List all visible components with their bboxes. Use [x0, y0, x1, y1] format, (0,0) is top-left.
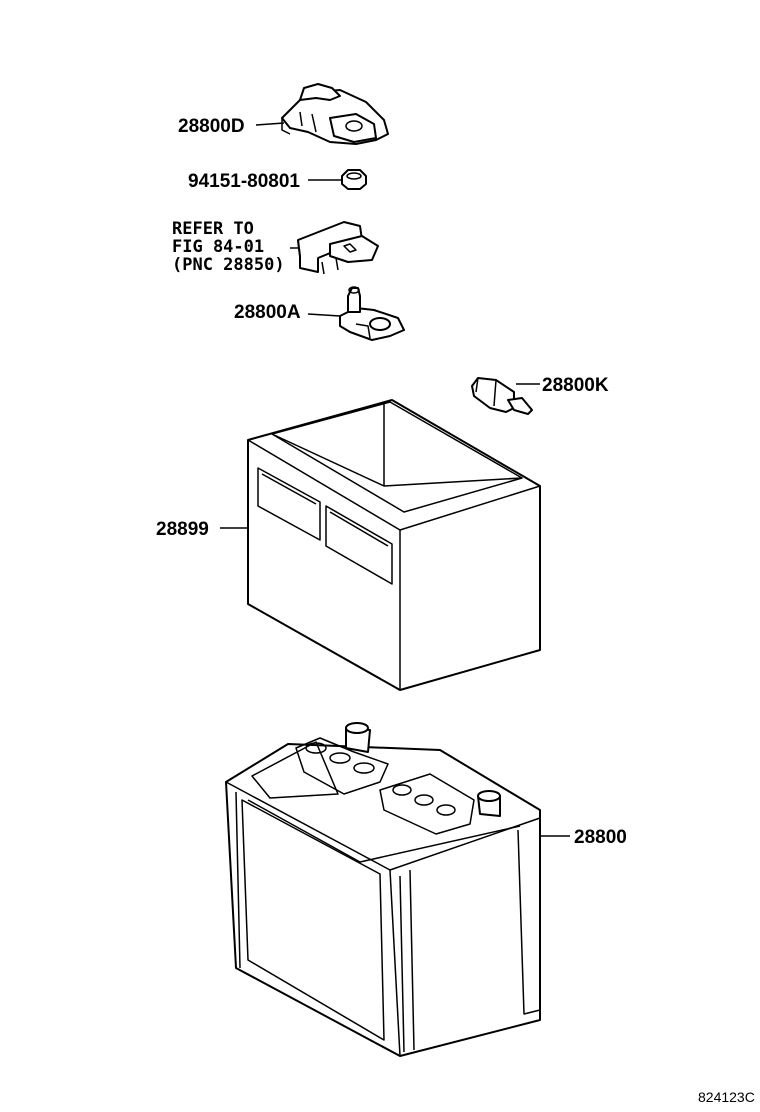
- label-28800k: 28800K: [542, 375, 609, 396]
- label-28899: 28899: [156, 519, 209, 540]
- terminal-cover-28800d: [281, 83, 389, 145]
- label-28800a: 28800A: [234, 302, 301, 323]
- label-94151-80801: 94151-80801: [188, 171, 300, 192]
- label-refer-line1: REFER TO: [172, 219, 254, 239]
- figure-code: 824123C: [698, 1089, 755, 1105]
- leader-28800d: [255, 122, 285, 126]
- label-28800d: 28800D: [178, 116, 245, 137]
- label-28800: 28800: [574, 827, 627, 848]
- nut-94151-80801: [341, 169, 367, 190]
- battery-28800: [225, 722, 541, 1057]
- terminal-cap-28800k: [471, 377, 533, 415]
- label-refer-line2: FIG 84-01: [172, 237, 264, 257]
- battery-clamp-reference: [297, 221, 379, 275]
- terminal-clamp-28800a: [339, 286, 405, 341]
- battery-tray-28899: [247, 399, 541, 691]
- leader-28800a: [307, 313, 341, 317]
- label-refer-line3: (PNC 28850): [172, 255, 285, 275]
